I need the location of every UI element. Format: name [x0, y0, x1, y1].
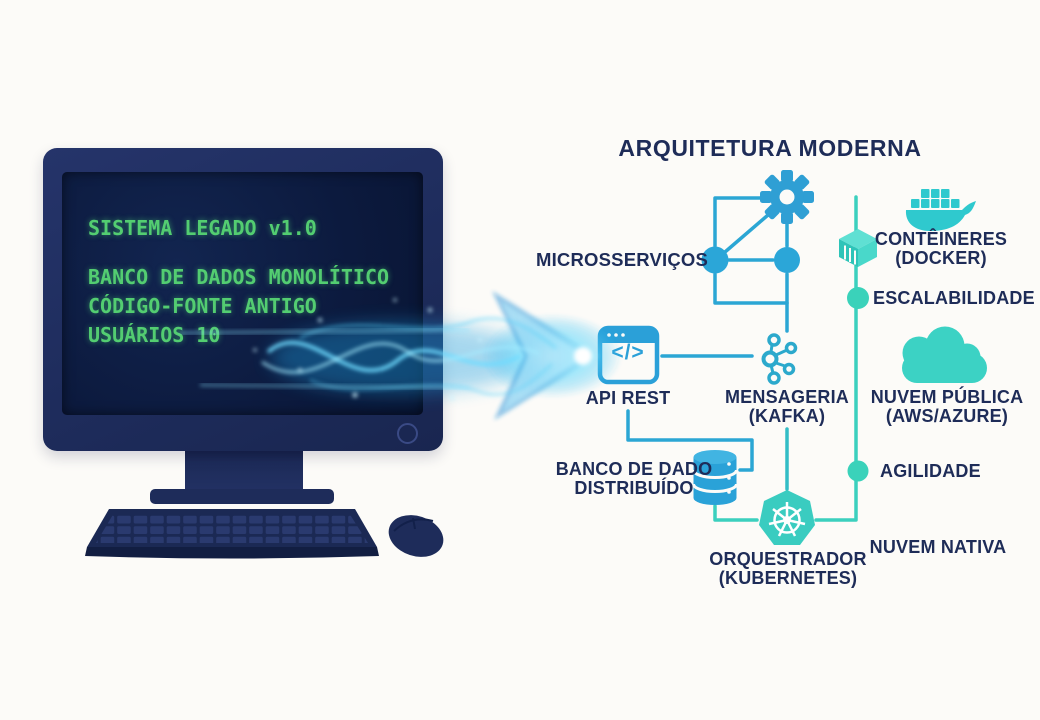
label-line: MENSAGERIA [724, 387, 850, 407]
docker-whale-icon [905, 189, 976, 231]
legacy-screen: SISTEMA LEGADO v1.0 BANCO DE DADOS MONOL… [62, 172, 423, 415]
label-line: (DOCKER) [895, 248, 987, 268]
agility-dot-icon [847, 460, 869, 482]
screen-line: USUÁRIOS 10 [88, 323, 221, 347]
label-orchestrator-kubernetes: ORQUESTRADOR (KUBERNETES) [709, 550, 866, 588]
power-button-icon [397, 423, 418, 444]
screen-line: CÓDIGO-FONTE ANTIGO [88, 294, 317, 318]
label-line: DISTRIBUÍDO [574, 478, 694, 498]
label-containers-docker: CONTÊINERES (DOCKER) [875, 230, 1007, 268]
gear-icon [760, 170, 814, 224]
cloud-icon [902, 326, 987, 383]
keyboard-icon [85, 509, 379, 559]
label-line: (AWS/AZURE) [885, 406, 1009, 426]
container-cube-icon [839, 229, 877, 267]
kafka-icon [761, 333, 798, 385]
label-microservices: MICROSSERVIÇOS [535, 249, 709, 270]
label-line: CONTÊINERES [874, 229, 1008, 249]
label-line: NUVEM PÚBLICA [870, 387, 1024, 407]
label-line: BANCO DE DADO [555, 459, 713, 479]
monitor-stand-base [150, 489, 334, 504]
label-line: (KUBERNETES) [718, 568, 858, 588]
monitor-stand-neck [185, 451, 303, 491]
screen-line: BANCO DE DADOS MONOLÍTICO [88, 265, 390, 289]
page-title: ARQUITETURA MODERNA [618, 135, 922, 161]
legacy-computer-icon: SISTEMA LEGADO v1.0 BANCO DE DADOS MONOL… [43, 148, 443, 451]
database-icon [692, 450, 738, 505]
label-messaging-kafka: MENSAGERIA (KAFKA) [725, 388, 849, 426]
label-cloud-native: NUVEM NATIVA [869, 537, 1007, 557]
label-line: (KAFKA) [748, 406, 826, 426]
screen-line: SISTEMA LEGADO v1.0 [88, 216, 317, 240]
label-distributed-database: BANCO DE DADO DISTRIBUÍDO [556, 460, 713, 498]
code-glyph: </> [611, 341, 645, 364]
label-agility: AGILIDADE [880, 461, 981, 481]
label-line: ORQUESTRADOR [709, 549, 867, 569]
microservices-nodes-icon [701, 246, 800, 274]
label-public-cloud: NUVEM PÚBLICA (AWS/AZURE) [871, 388, 1024, 426]
label-scalability: ESCALABILIDADE [873, 288, 1035, 308]
kubernetes-helm-icon [759, 490, 815, 545]
mouse-icon [388, 515, 444, 557]
label-api-rest: API REST [585, 388, 671, 408]
scalability-dot-icon [847, 287, 869, 309]
